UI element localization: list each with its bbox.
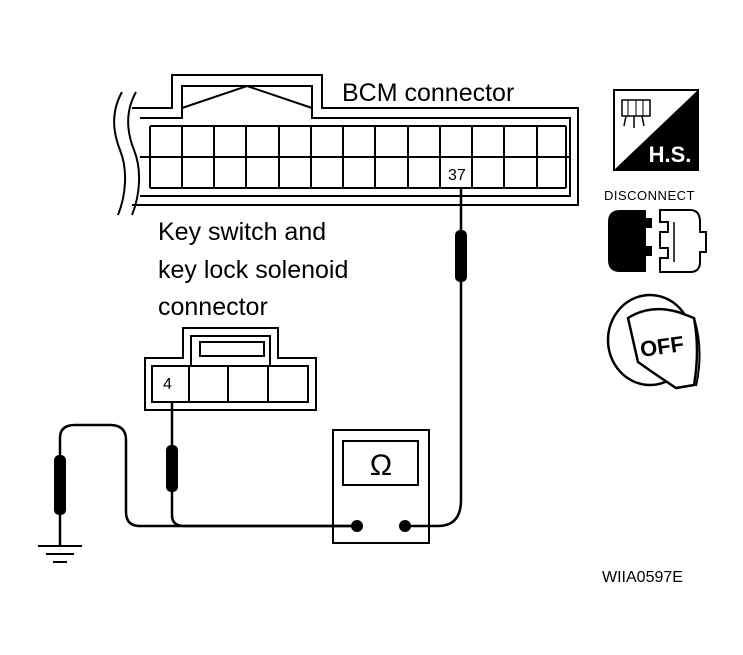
probe-ground [54,455,66,515]
hs-label: H.S. [649,142,692,167]
key-pin-number: 4 [163,376,172,393]
off-label: OFF [638,331,685,362]
key-switch-connector [144,327,317,411]
probe-bcm [455,206,467,282]
harness-side-icon [613,89,699,171]
ignition-key-off-icon [606,293,701,390]
key-switch-label-line3: connector [158,293,268,321]
key-switch-label-line2: key lock solenoid [158,256,348,284]
disconnect-label: DISCONNECT [604,188,695,203]
figure-code: WIIA0597E [602,569,683,586]
connector-disconnect-icon [608,209,707,273]
probe-key-switch [166,445,178,492]
bcm-connector [113,74,579,216]
bcm-pin-number: 37 [448,167,466,184]
key-switch-label-line1: Key switch and [158,218,326,246]
ohmmeter-icon: Ω [370,449,392,482]
bcm-connector-label: BCM connector [342,79,514,107]
ground-icon [38,545,82,563]
